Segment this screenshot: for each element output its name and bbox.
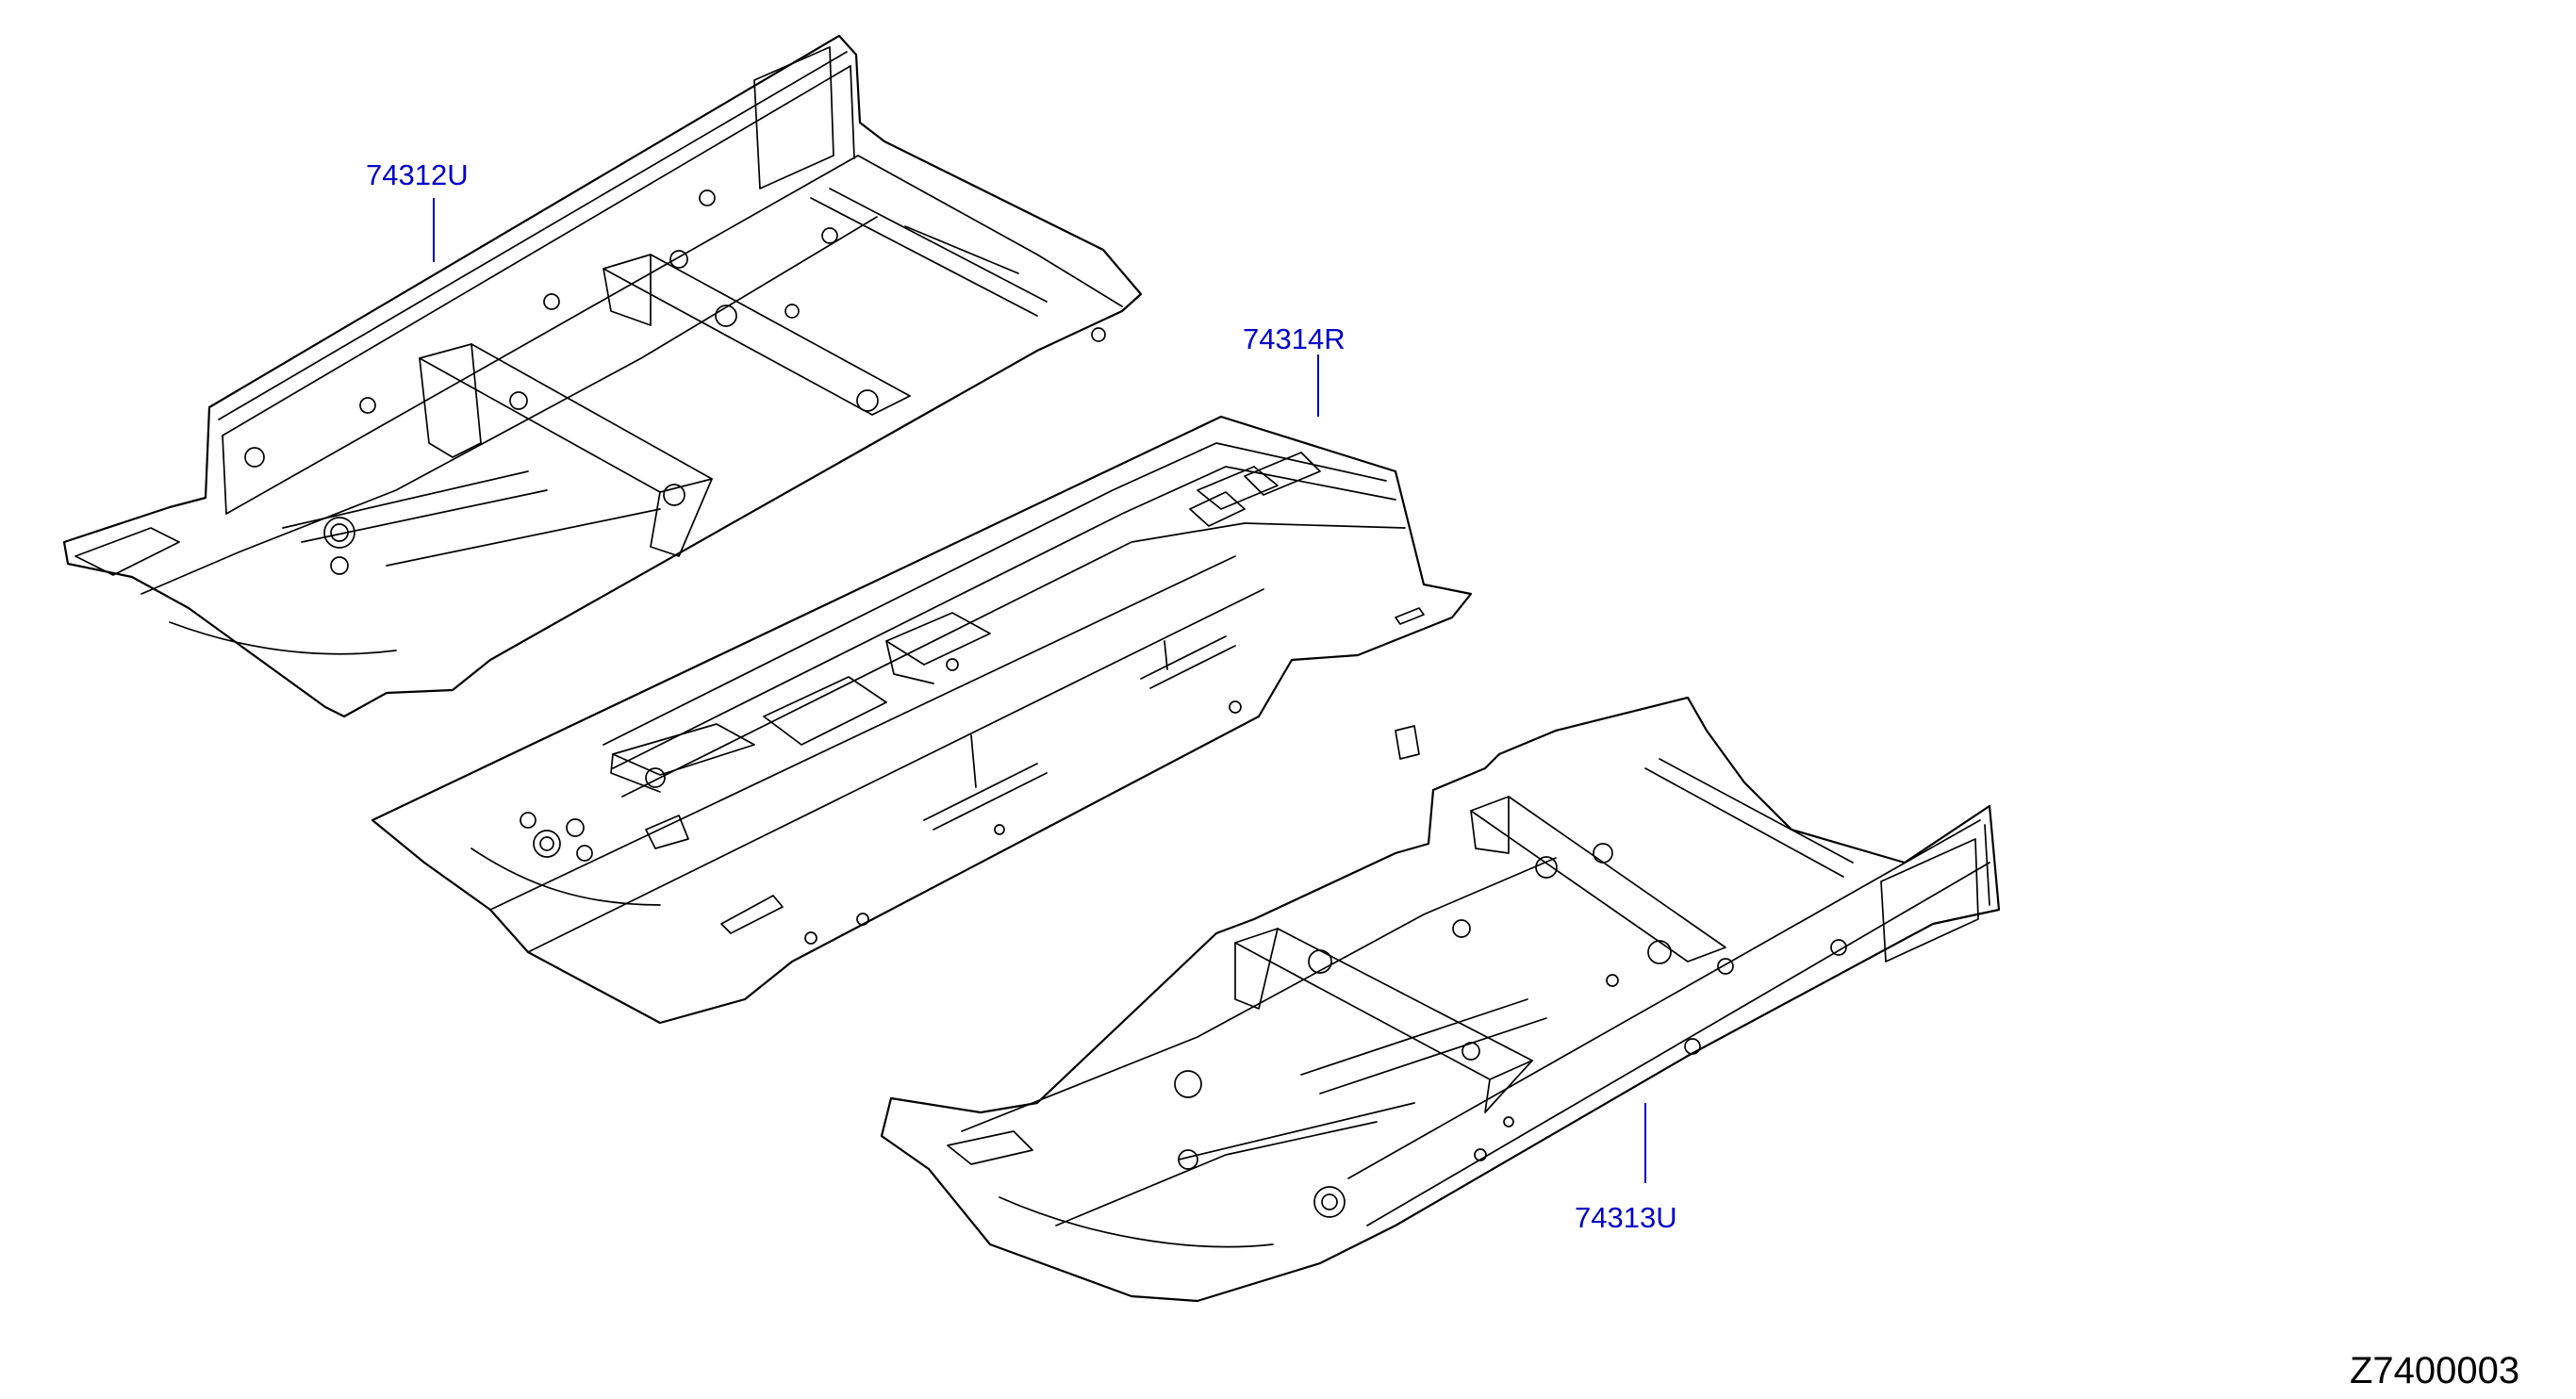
callout-74312U[interactable]: 74312U bbox=[366, 158, 469, 262]
part-number-label: 74313U bbox=[1575, 1201, 1677, 1234]
part-number-label: 74314R bbox=[1243, 322, 1346, 355]
part-number-label: 74312U bbox=[366, 158, 469, 191]
floor-panel-front-lh[interactable] bbox=[62, 34, 1143, 718]
callout-74313U[interactable]: 74313U bbox=[1575, 1103, 1677, 1234]
floor-panel-front-rh[interactable] bbox=[880, 696, 2001, 1303]
callout-74314R[interactable]: 74314R bbox=[1243, 322, 1346, 417]
diagram-id: Z7400003 bbox=[2350, 1350, 2519, 1391]
floor-panel-center-tunnel[interactable] bbox=[371, 415, 1473, 1025]
